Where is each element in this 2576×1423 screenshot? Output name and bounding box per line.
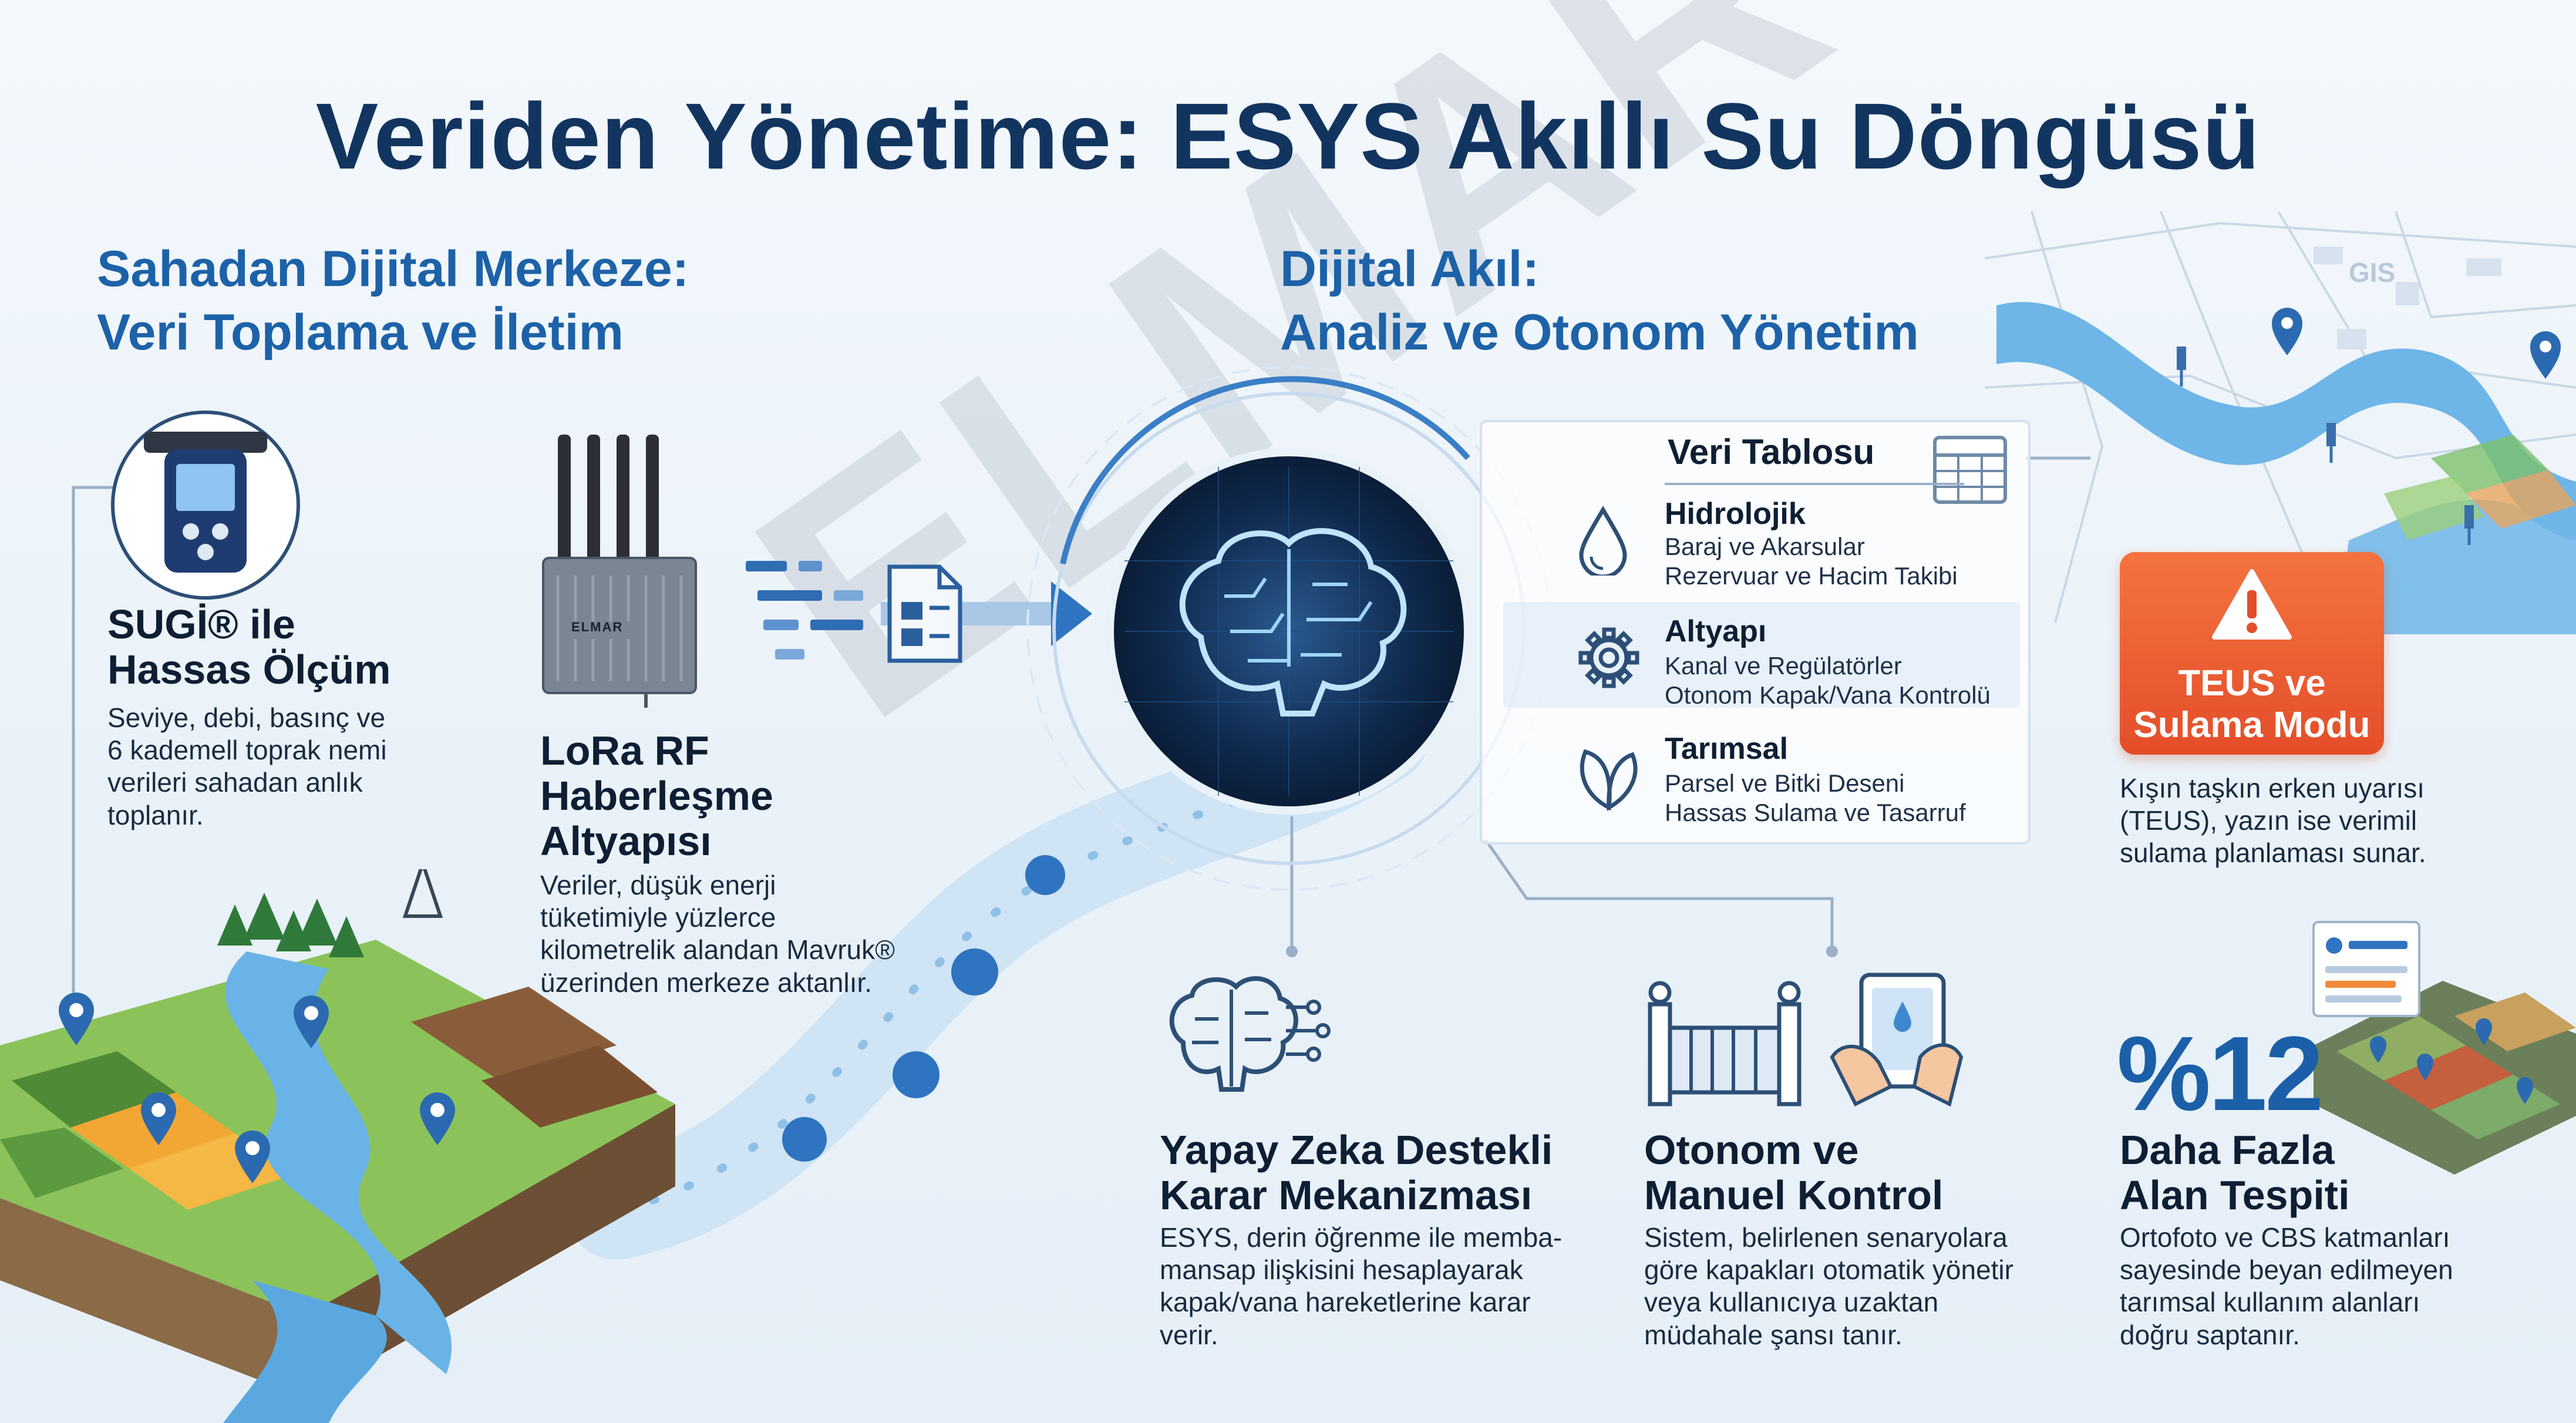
lora-title: LoRa RF Haberleşme Altyapısı xyxy=(540,728,773,864)
flow-dot xyxy=(893,1051,940,1098)
row-altyapi-line2: Otonom Kapak/Vana Kontrolü xyxy=(1665,681,1991,709)
connector-node xyxy=(1826,946,1838,957)
row-tarimsal-title: Tarımsal xyxy=(1665,732,1789,766)
gate-icon xyxy=(1648,981,1801,1106)
area-title: Daha Fazla Alan Tespiti xyxy=(2120,1127,2350,1218)
sugi-title: SUGİ® ile Hassas Ölçüm xyxy=(107,601,391,692)
location-pin-icon xyxy=(2272,308,2302,355)
ai-brain-icon xyxy=(1169,976,1331,1092)
sugi-description: Seviye, debi, basınç ve 6 kademell topra… xyxy=(107,702,387,830)
row-altyapi-title: Altyapı xyxy=(1665,614,1767,648)
location-pin-icon xyxy=(235,1131,270,1183)
location-pin-icon xyxy=(141,1092,176,1145)
row-tarimsal-line2: Hassas Sulama ve Tasarruf xyxy=(1665,799,1966,826)
location-pin-icon xyxy=(420,1092,455,1145)
table-icon xyxy=(1933,436,2007,504)
gate-and-tablet-icon xyxy=(1648,973,1964,1107)
arrow-head-icon xyxy=(1051,581,1092,646)
section-right-line1: Dijital Akıl: xyxy=(1280,241,1540,297)
document-icon xyxy=(887,564,962,663)
section-left-line2: Veri Toplama ve İletim xyxy=(97,304,624,361)
lora-description: Veriler, düşük enerji tüketimiyle yüzler… xyxy=(540,870,895,998)
field-landscape-illustration xyxy=(0,869,675,1423)
section-left-title: Sahadan Dijital Merkeze: Veri Toplama ve… xyxy=(97,238,689,364)
gis-label: GIS xyxy=(2349,257,2395,288)
sensor-station-icon xyxy=(2177,347,2186,386)
brain-halo-arc xyxy=(1060,376,1470,565)
area-stat: %12 xyxy=(2117,1015,2324,1133)
section-left-line1: Sahadan Dijital Merkeze: xyxy=(97,241,689,297)
flow-dot xyxy=(951,948,998,995)
connector-line xyxy=(1484,839,1834,951)
connector-node xyxy=(1286,946,1298,957)
router-brand-label: ELMAR xyxy=(571,620,624,634)
row-hidrolojik-line2: Rezervuar ve Hacim Takibi xyxy=(1665,562,1958,590)
teus-description: Kışın taşkın erken uyarısı (TEUS), yazın… xyxy=(2120,773,2426,869)
signal-streaks xyxy=(746,561,863,660)
lora-router-icon xyxy=(542,435,697,708)
data-table-title: Veri Tablosu xyxy=(1668,432,1875,472)
flow-dot xyxy=(1025,855,1065,895)
brain-core-icon xyxy=(1106,448,1472,815)
location-pin-icon xyxy=(59,993,94,1045)
table-divider xyxy=(1665,483,1964,485)
section-right-line2: Analiz ve Otonom Yönetim xyxy=(1280,304,1919,361)
ai-title: Yapay Zeka Destekli Karar Mekanizması xyxy=(1160,1127,1553,1218)
sugi-sensor-icon xyxy=(111,411,300,600)
leaf-icon xyxy=(1580,749,1638,811)
orthophoto-map-illustration xyxy=(2312,921,2576,1175)
warning-icon xyxy=(2212,569,2292,640)
teus-box-label: TEUS ve Sulama Modu xyxy=(2133,663,2370,746)
row-altyapi-line1: Kanal ve Regülatörler xyxy=(1665,652,1902,679)
row-tarimsal-line1: Parsel ve Bitki Deseni xyxy=(1665,769,1905,797)
flow-path-line xyxy=(612,730,1384,1214)
sensor-station-icon xyxy=(2326,423,2336,463)
area-description: Ortofoto ve CBS katmanları sayesinde bey… xyxy=(2120,1222,2453,1350)
gis-map-illustration: GIS xyxy=(1985,211,2576,634)
sensor-station-icon xyxy=(2464,505,2474,545)
tablet-icon xyxy=(1830,973,1964,1107)
main-title: Veriden Yönetime: ESYS Akıllı Su Döngüsü xyxy=(315,83,2261,189)
flow-dot xyxy=(782,1117,827,1162)
row-hidrolojik-title: Hidrolojik xyxy=(1665,497,1806,531)
gear-icon xyxy=(1578,627,1639,688)
control-description: Sistem, belirlenen senaryolara göre kapa… xyxy=(1644,1222,2013,1350)
location-pin-icon xyxy=(294,995,329,1048)
ai-description: ESYS, derin öğrenme ile memba- mansap il… xyxy=(1160,1222,1563,1350)
water-drop-icon xyxy=(1579,506,1627,576)
control-title: Otonom ve Manuel Kontrol xyxy=(1644,1127,1944,1218)
row-hidrolojik-line1: Baraj ve Akarsular xyxy=(1665,533,1865,560)
section-right-title: Dijital Akıl: Analiz ve Otonom Yönetim xyxy=(1280,238,1919,364)
location-pin-icon xyxy=(2530,331,2561,379)
